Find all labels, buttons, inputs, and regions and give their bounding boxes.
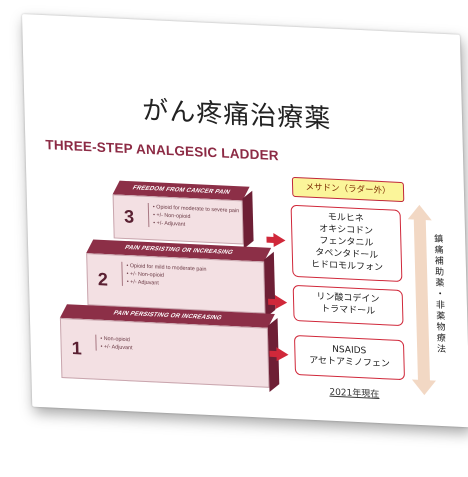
methadone-label: メサドン（ラダー外） (291, 176, 405, 203)
arrow-right-icon (274, 295, 288, 310)
step-1-list: Non-opioid +/- Adjuvant (95, 334, 133, 353)
arrow-right-icon (276, 347, 289, 362)
slide-title: がん疼痛治療薬 (141, 95, 332, 135)
step-1-item: +/- Adjuvant (100, 343, 133, 353)
step-3-face: 3 Opioid for moderate to severe pain +/-… (112, 194, 244, 245)
non-opioid-box: NSAIDS アセトアミノフェン (293, 334, 405, 381)
step-3-number: 3 (123, 206, 135, 227)
ladder-step-1: PAIN PERSISTING OR INCREASING 1 Non-opio… (59, 304, 275, 388)
ladder-heading: THREE-STEP ANALGESIC LADDER (45, 137, 279, 164)
step-1-face: 1 Non-opioid +/- Adjuvant (59, 317, 270, 388)
step-2-face: 2 Opioid for mild to moderate pain +/- N… (86, 253, 266, 314)
step-3-list: Opioid for moderate to severe pain +/- N… (147, 203, 240, 232)
arrow-right-icon (273, 232, 286, 248)
step-2-number: 2 (97, 269, 109, 290)
strong-opioid-box: モルヒネ オキシコドン フェンタニル タペンタドール ヒドロモルフォン (290, 204, 403, 283)
step-3-side (242, 190, 254, 249)
year-note: 2021年現在 (329, 387, 380, 401)
ladder-step-2: PAIN PERSISTING OR INCREASING 2 Opioid f… (86, 239, 272, 314)
step-1-number: 1 (71, 337, 82, 359)
ladder-step-3: FREEDOM FROM CANCER PAIN 3 Opioid for mo… (112, 180, 250, 245)
arrow-shaft (413, 218, 430, 382)
arrow-down-head (411, 379, 437, 396)
adjuvant-label: 鎮痛補助薬・非薬物療法 (432, 233, 446, 356)
step-2-side (264, 251, 276, 318)
step-2-list: Opioid for mild to moderate pain +/- Non… (121, 261, 208, 290)
presentation-slide: がん疼痛治療薬 THREE-STEP ANALGESIC LADDER FREE… (22, 14, 468, 428)
weak-opioid-box: リン酸コデイン トラマドール (292, 284, 404, 327)
double-arrow-icon (407, 204, 437, 396)
